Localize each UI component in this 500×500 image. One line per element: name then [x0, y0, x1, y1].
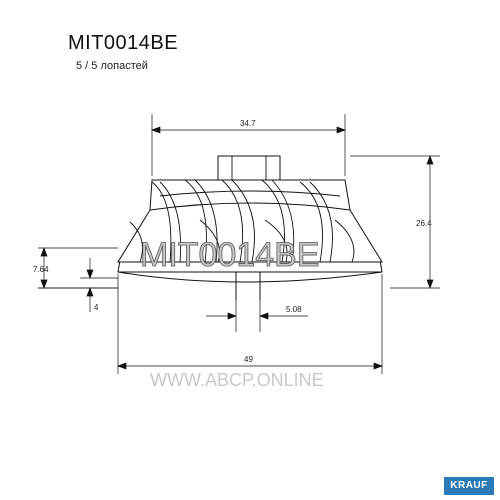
dim-hub-height: 7.64 — [33, 265, 49, 274]
dim-height: 26.4 — [416, 219, 432, 228]
impeller-body — [117, 155, 383, 300]
watermark-site: WWW.ABCP.ONLINE — [150, 370, 324, 390]
part-number-title: MIT0014BE — [68, 32, 179, 54]
dim-bore: 5.08 — [286, 305, 302, 314]
watermark-part-number: MIT0014BE — [140, 236, 320, 274]
impeller-blades — [129, 156, 355, 263]
dim-top-width: 34.7 — [240, 119, 256, 128]
dimension-lines — [38, 114, 440, 374]
dim-base-offset: 4 — [94, 303, 99, 312]
brand-logo: KRAUF — [444, 477, 494, 495]
dim-base-width: 49 — [244, 355, 253, 364]
blade-count-label: 5 / 5 лопастей — [76, 60, 148, 72]
